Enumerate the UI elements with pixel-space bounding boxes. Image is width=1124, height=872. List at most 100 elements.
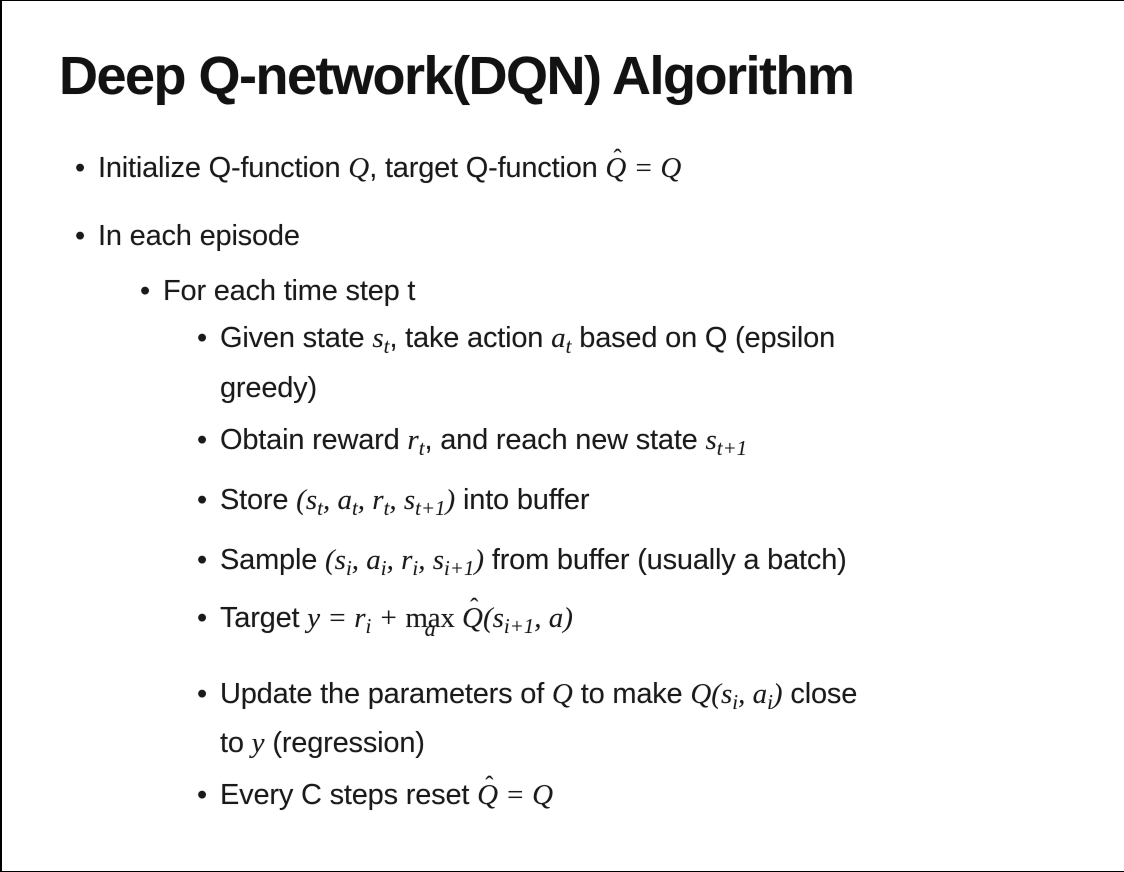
math-subscripted: ai xyxy=(366,543,386,580)
math-segment: ( xyxy=(296,484,306,516)
text-segment: from buffer (usually a batch) xyxy=(484,543,847,576)
math-subscript: t+1 xyxy=(415,495,446,520)
math-base: Q xyxy=(605,152,627,185)
bullet-text: In each episode xyxy=(98,215,1124,257)
math-subscript: i xyxy=(767,689,773,714)
math-subscripted: si+1 xyxy=(432,543,475,580)
math-segment: , xyxy=(322,484,338,516)
math-base: a xyxy=(337,484,352,516)
bullet-text: Sample (si, ai, ri, si+1) from buffer (u… xyxy=(220,539,1124,589)
hat-accent: ˆ xyxy=(470,594,479,622)
math-segment: Q( xyxy=(690,677,721,710)
math-subscripted: si+1 xyxy=(492,601,535,638)
math-segment: = Q xyxy=(498,779,554,812)
bullet-text: Obtain reward rt, and reach new state st… xyxy=(220,419,1124,469)
math-base: s xyxy=(372,322,384,355)
text-segment: Obtain reward xyxy=(220,424,408,457)
math-segment: = Q xyxy=(626,152,682,185)
math-segment: , xyxy=(418,543,433,576)
math-subscript: i xyxy=(412,555,419,580)
math-segment: , xyxy=(351,543,367,576)
text-segment: Every C steps reset xyxy=(220,779,478,812)
math-segment: Q xyxy=(551,677,573,710)
bullet-list: • Initialize Q-function Q, target Q-funct… xyxy=(2,145,1124,816)
math-subscripted: st+1 xyxy=(403,484,446,520)
math-subscripted: ri xyxy=(354,602,371,638)
math-segment: y xyxy=(251,727,265,760)
bullet-marker: • xyxy=(197,543,207,576)
math-subscripted: at xyxy=(337,484,357,520)
math-segment: y = xyxy=(307,601,355,634)
text-segment: , take action xyxy=(389,322,552,355)
math-segment: , xyxy=(357,484,373,516)
math-segment: Q xyxy=(348,152,370,185)
math-base: r xyxy=(401,543,413,576)
text-segment: , target Q-function xyxy=(369,152,606,185)
bullet-marker: • xyxy=(75,220,85,253)
bullet-text: Store (st, at, rt, st+1) into buffer xyxy=(220,479,1124,529)
bullet-marker: • xyxy=(197,484,207,516)
math-subscript: t xyxy=(317,495,323,520)
bullet-marker: • xyxy=(197,677,207,710)
math-segment: , xyxy=(386,543,402,576)
math-base: s xyxy=(432,543,444,576)
math-subscript: i xyxy=(380,555,387,580)
math-base: a xyxy=(551,322,566,355)
math-subscript: t xyxy=(383,334,390,359)
math-subscripted: st xyxy=(306,484,323,520)
bullet-marker: • xyxy=(197,322,207,355)
bullet-text: Given state st, take action at based on … xyxy=(220,317,1124,409)
bullet-marker: • xyxy=(140,275,150,308)
bullet-text: For each time step t xyxy=(163,270,1124,312)
math-segment: , xyxy=(738,677,753,710)
text-segment: Target xyxy=(220,601,308,634)
math-subscript: t xyxy=(383,495,390,520)
math-base: r xyxy=(407,424,419,457)
math-subscript: i xyxy=(365,613,372,638)
math-base: s xyxy=(492,601,504,634)
math-subscript: t xyxy=(565,334,572,359)
math-segment: ) xyxy=(445,484,456,516)
math-subscripted: rt xyxy=(372,484,389,520)
math-subscripted: ai xyxy=(752,677,773,714)
hat-accent: ˆ xyxy=(485,772,494,800)
math-base: s xyxy=(403,484,416,516)
math-base: s xyxy=(705,424,717,457)
math-segment: ) xyxy=(772,677,783,710)
math-segment xyxy=(455,602,462,634)
math-subscripted: at xyxy=(551,322,571,358)
bullet-marker: • xyxy=(75,152,85,185)
text-segment: to make xyxy=(572,677,691,710)
text-segment: close xyxy=(782,677,858,710)
math-segment: ( xyxy=(325,543,335,576)
math-subscript: t xyxy=(418,436,425,460)
bullet-item: • In each episode xyxy=(2,215,1124,257)
bullet-item: •Update the parameters of Q to make Q(si… xyxy=(2,673,1124,765)
slide-title: Deep Q-network(DQN) Algorithm xyxy=(59,46,855,106)
math-base: Q xyxy=(462,601,483,634)
math-base: a xyxy=(752,677,768,710)
math-segment: ) xyxy=(474,543,484,576)
math-subscript: i xyxy=(345,555,352,580)
text-segment: to xyxy=(220,727,252,760)
math-segment: , a) xyxy=(534,601,573,634)
operator-name: max xyxy=(405,601,455,634)
math-subscript: t+1 xyxy=(716,436,748,460)
math-base: a xyxy=(366,543,381,576)
math-subscripted: rt xyxy=(407,424,424,460)
text-segment: greedy) xyxy=(220,372,317,405)
math-subscripted: st xyxy=(372,322,389,358)
math-subscript: t xyxy=(351,495,358,520)
bullet-item: •Obtain reward rt, and reach new state s… xyxy=(2,419,1124,469)
bullet-text: Initialize Q-function Q, target Q-functi… xyxy=(98,145,1124,189)
text-segment: into buffer xyxy=(455,484,590,516)
